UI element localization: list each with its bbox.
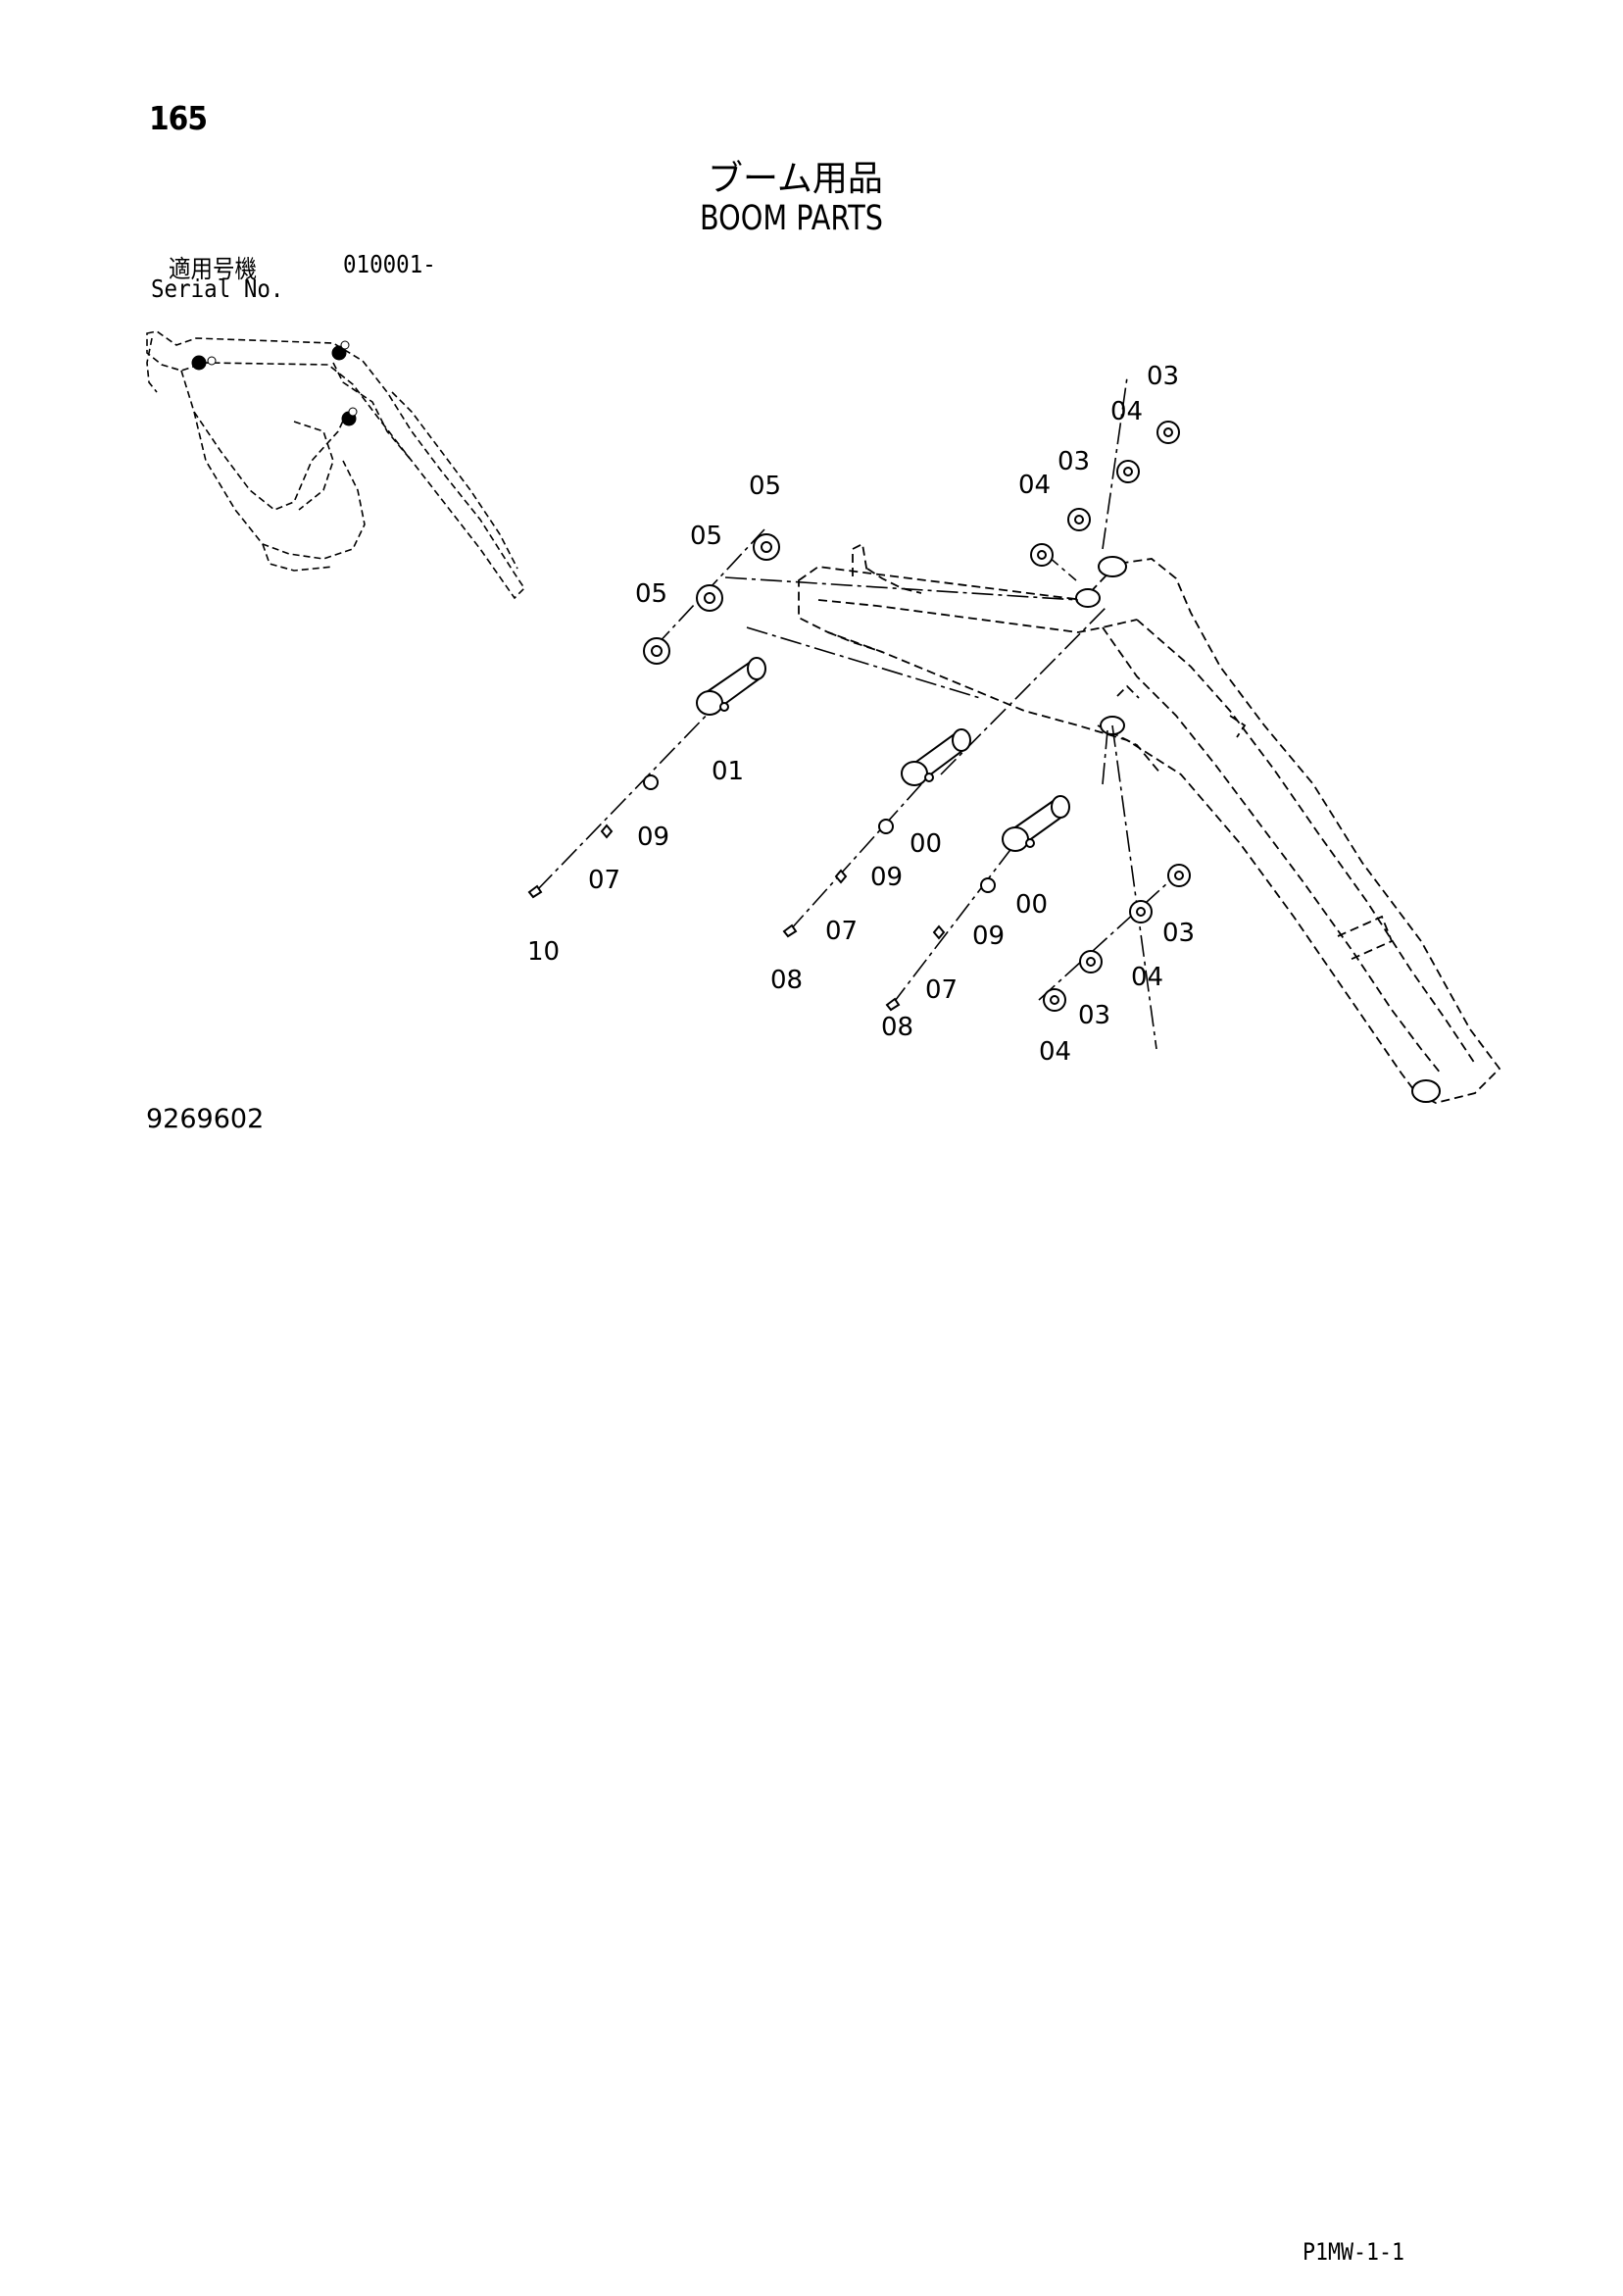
- callout-label: 05: [749, 472, 781, 501]
- serial-label-english: Serial No.: [151, 275, 284, 303]
- callout-label: 09: [870, 863, 903, 892]
- callout-label: 08: [881, 1013, 913, 1042]
- callout-label: 08: [770, 966, 803, 995]
- callout-label: 10: [527, 937, 560, 967]
- washers: [643, 421, 1191, 1012]
- figure-id: 9269602: [146, 1104, 265, 1134]
- page-number: 165: [149, 99, 208, 137]
- title-english: BOOM PARTS: [700, 199, 883, 238]
- pin-01: [696, 657, 766, 716]
- pin-00-upper: [901, 728, 971, 786]
- callout-label: 09: [972, 922, 1005, 951]
- callout-label: 07: [925, 975, 958, 1005]
- callout-label: 04: [1110, 397, 1143, 426]
- serial-value: 010001-: [343, 250, 436, 278]
- callout-label: 00: [910, 829, 942, 859]
- boom-pin-bosses: [1075, 556, 1441, 1103]
- callouts: 03 04 03 04 05 05 05 01 09 07 10 00 09 0…: [527, 362, 1195, 1067]
- page-code: P1MW-1-1: [1303, 2238, 1405, 2266]
- callout-label: 01: [712, 757, 744, 786]
- callout-label: 03: [1162, 919, 1195, 948]
- callout-label: 00: [1015, 890, 1048, 920]
- callout-label: 05: [635, 579, 667, 609]
- overview-thumbnail: [146, 330, 526, 600]
- callout-label: 03: [1078, 1001, 1110, 1030]
- leader-lines: [536, 376, 1180, 1050]
- pins: [696, 657, 1070, 852]
- callout-label: 04: [1018, 471, 1051, 500]
- title-japanese: ブーム用品: [708, 159, 883, 199]
- callout-label: 04: [1131, 963, 1163, 992]
- boom-body: [798, 542, 1501, 1104]
- serial-label-japanese: 適用号機: [169, 255, 258, 283]
- callout-label: 04: [1039, 1037, 1071, 1067]
- callout-label: 07: [825, 917, 858, 946]
- callout-label: 07: [588, 866, 620, 895]
- fasteners: [527, 774, 996, 1012]
- pin-00-lower: [1002, 795, 1070, 852]
- callout-label: 05: [690, 522, 722, 551]
- callout-label: 03: [1147, 362, 1179, 391]
- callout-label: 09: [637, 823, 669, 852]
- callout-label: 03: [1057, 447, 1090, 476]
- overview-pin-markers: [191, 340, 358, 426]
